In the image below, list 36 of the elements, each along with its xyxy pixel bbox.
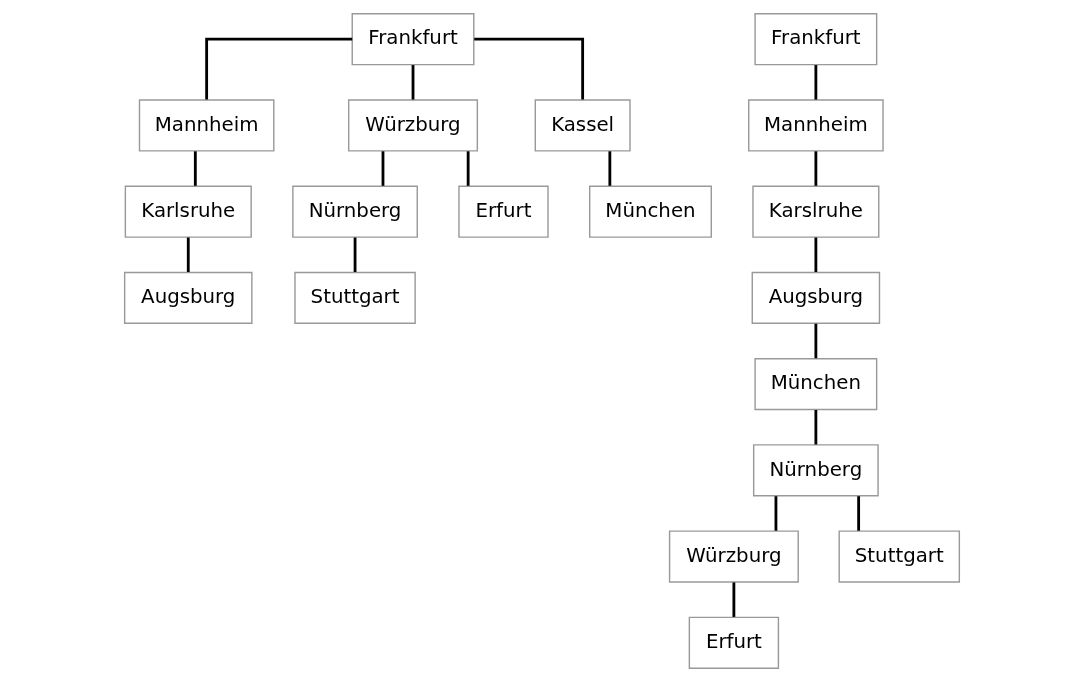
node-box: Erfurt: [457, 185, 549, 238]
node-box: Augsburg: [123, 271, 253, 325]
node-box: München: [588, 185, 712, 238]
connector: [813, 410, 817, 445]
connector: [193, 151, 197, 186]
connector: [856, 496, 860, 531]
connector: [813, 237, 817, 273]
node-box: München: [753, 357, 877, 411]
connector: [411, 65, 414, 100]
connector: [813, 151, 817, 186]
connector: [353, 237, 356, 273]
node-box: Erfurt: [688, 616, 779, 669]
node-box: Mannheim: [138, 99, 274, 152]
node-box: Karlsruhe: [124, 185, 252, 238]
node-box: Frankfurt: [753, 13, 877, 66]
connector: [731, 582, 735, 617]
node-box: Augsburg: [751, 271, 880, 325]
connector: [204, 37, 352, 100]
connector: [813, 323, 817, 359]
node-box: Kassel: [534, 99, 631, 152]
node-box: Würzburg: [347, 99, 478, 152]
connector: [813, 65, 817, 100]
connector: [473, 37, 584, 100]
connector: [186, 237, 190, 273]
node-box: Nürnberg: [291, 185, 418, 238]
connector: [466, 151, 470, 186]
connector: [607, 151, 611, 186]
node-box: Stuttgart: [293, 271, 416, 325]
connector: [774, 496, 777, 531]
node-box: Mannheim: [747, 99, 884, 152]
node-box: Karslruhe: [751, 185, 879, 238]
node-box: Nürnberg: [752, 444, 879, 497]
node-box: Frankfurt: [351, 13, 474, 66]
connector: [381, 151, 384, 186]
node-box: Stuttgart: [838, 530, 960, 583]
node-box: Würzburg: [668, 530, 799, 583]
